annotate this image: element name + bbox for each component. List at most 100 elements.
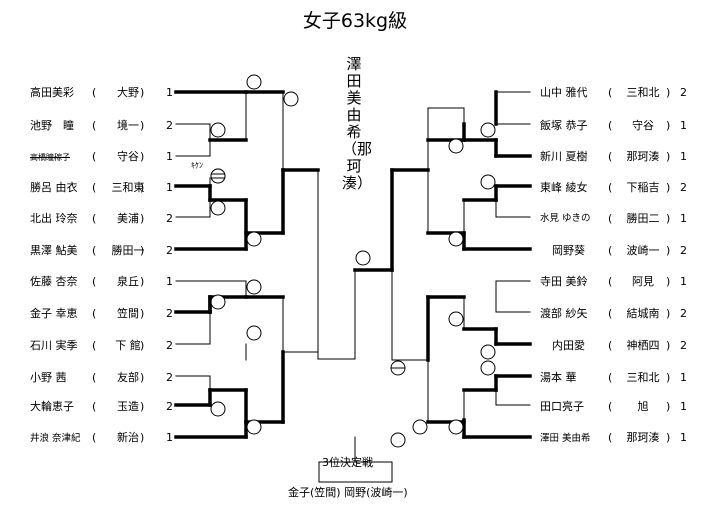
right-player-club: 勝田二: [626, 212, 660, 225]
withdrawal-mark: [210, 168, 226, 184]
left-paren-open: (: [92, 339, 97, 352]
left-player-seed: 1: [166, 150, 173, 163]
left-player-name: 佐藤 杏奈: [30, 275, 78, 288]
left-player-club: 守谷: [117, 150, 139, 163]
left-player-seed: 2: [166, 212, 173, 225]
match-circle: [246, 279, 262, 295]
match-circle: [390, 432, 406, 448]
right-player-club: 三和北: [626, 86, 660, 99]
left-player-club: 新治: [117, 431, 139, 444]
left-paren-open: (: [92, 307, 97, 320]
right-player-seed: 2: [680, 181, 687, 194]
left-player-name-struck: 高橋瞳稼子: [30, 153, 70, 162]
right-player-name: 飯塚 恭子: [540, 119, 588, 132]
right-player-club: 神栖四: [626, 339, 660, 352]
left-paren-open: (: [92, 244, 97, 257]
left-paren-close: ): [140, 181, 145, 194]
match-circle: [480, 344, 496, 360]
right-player-seed: 2: [680, 339, 687, 352]
left-player-seed: 2: [166, 371, 173, 384]
match-circle: [210, 122, 226, 138]
left-player-seed: 1: [166, 275, 173, 288]
right-player-seed: 1: [680, 119, 687, 132]
right-paren-open: (: [608, 371, 613, 384]
match-circle: [480, 360, 496, 376]
left-player-seed: 1: [166, 431, 173, 444]
right-paren-close: ): [666, 150, 671, 163]
right-player-club: 三和北: [626, 371, 660, 384]
left-player-name: 北出 玲奈: [30, 212, 78, 225]
left-player-seed: 2: [166, 400, 173, 413]
page-title: 女子63kg級: [302, 10, 408, 32]
left-paren-close: ): [140, 371, 145, 384]
right-paren-open: (: [608, 181, 613, 194]
left-paren-close: ): [140, 150, 145, 163]
right-paren-open: (: [608, 244, 613, 257]
right-player-club: 那珂湊: [626, 431, 660, 444]
right-player-club: 那珂湊: [626, 150, 660, 163]
right-player-seed: 1: [680, 400, 687, 413]
left-paren-close: ): [140, 86, 145, 99]
left-player-club: 友部: [117, 371, 139, 384]
left-player-name: 小野 茜: [30, 371, 67, 384]
right-paren-close: ): [666, 371, 671, 384]
left-paren-open: (: [92, 275, 97, 288]
right-paren-close: ): [666, 244, 671, 257]
match-circle: [210, 401, 226, 417]
match-circle: [355, 250, 371, 266]
left-paren-close: ): [140, 339, 145, 352]
match-circle: [448, 138, 464, 154]
left-player-name: 勝呂 由衣: [30, 181, 78, 194]
left-paren-open: (: [92, 181, 97, 194]
right-player-name: 田口亮子: [540, 400, 584, 413]
kiken-label: ｷｹﾝ: [191, 161, 203, 170]
right-player-name: 新川 夏樹: [540, 150, 588, 163]
left-player-name: 池野 瞳: [30, 119, 74, 132]
match-circle: [448, 419, 464, 435]
left-player-seed: 2: [166, 119, 173, 132]
right-player-club: 下稲吉: [626, 181, 660, 194]
right-player-name: 寺田 美鈴: [540, 275, 588, 288]
right-paren-open: (: [608, 119, 613, 132]
right-player-club: 旭: [637, 400, 649, 413]
right-player-name: 岡野葵: [552, 244, 585, 257]
winner-name: 澤田美由希（那珂湊）: [342, 55, 373, 192]
right-paren-open: (: [608, 400, 613, 413]
match-circle: [246, 419, 262, 435]
right-player-name: 東峰 綾女: [540, 181, 588, 194]
left-player-club: 大野: [117, 86, 139, 99]
right-paren-open: (: [608, 275, 613, 288]
match-circle: [246, 325, 262, 341]
match-circle: [480, 174, 496, 190]
right-player-seed: 1: [680, 431, 687, 444]
right-player-seed: 1: [680, 371, 687, 384]
left-paren-open: (: [92, 212, 97, 225]
right-player-name: 山中 雅代: [540, 86, 588, 99]
left-player-seed: 1: [166, 181, 173, 194]
left-player-name: 井浪 奈津紀: [30, 433, 81, 444]
left-paren-open: (: [92, 86, 97, 99]
left-paren-open: (: [92, 371, 97, 384]
match-circle: [283, 91, 299, 107]
right-paren-close: ): [666, 431, 671, 444]
right-player-club: 波崎一: [626, 244, 660, 257]
right-player-seed: 2: [680, 86, 687, 99]
left-player-name: 大輪恵子: [30, 400, 74, 413]
match-circle: [210, 200, 226, 216]
left-paren-open: (: [92, 119, 97, 132]
right-paren-open: (: [608, 307, 613, 320]
match-circle: [480, 122, 496, 138]
left-player-name: 高田美彩: [30, 86, 74, 99]
left-player-club: 美浦: [117, 212, 139, 225]
right-paren-close: ): [666, 212, 671, 225]
right-paren-close: ): [666, 119, 671, 132]
right-paren-close: ): [666, 400, 671, 413]
left-player-club: 下 館: [115, 339, 141, 352]
right-player-name: 水見 ゆきの: [540, 213, 591, 224]
left-paren-close: ): [140, 307, 145, 320]
right-paren-open: (: [608, 150, 613, 163]
left-player-name: 石川 実季: [30, 339, 78, 352]
right-player-seed: 1: [680, 150, 687, 163]
left-player-club: 三和東: [111, 181, 145, 194]
left-paren-close: ): [140, 212, 145, 225]
